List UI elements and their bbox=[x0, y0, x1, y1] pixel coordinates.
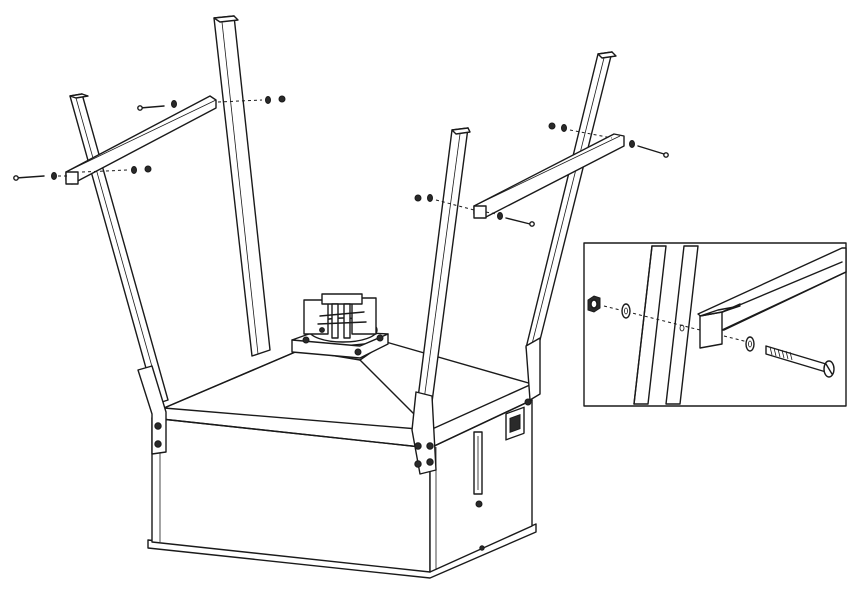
mount-bolt bbox=[319, 327, 325, 333]
inset-washer bbox=[745, 336, 755, 352]
inset-nut bbox=[587, 295, 601, 313]
nut bbox=[144, 165, 152, 173]
leg-bracket bbox=[137, 365, 167, 455]
fastener-set-right-top bbox=[548, 122, 669, 158]
washer bbox=[427, 194, 433, 202]
leg-back-left bbox=[213, 15, 271, 357]
base-knob bbox=[475, 500, 483, 508]
washer bbox=[629, 140, 635, 148]
bracket-bolt bbox=[426, 442, 434, 450]
bracket-bolt bbox=[414, 460, 422, 468]
mount-plate bbox=[291, 333, 389, 359]
base-screw bbox=[479, 545, 485, 551]
end-cap bbox=[65, 171, 79, 185]
nut bbox=[278, 95, 286, 103]
mount-bolt bbox=[354, 348, 362, 356]
shaft-left bbox=[331, 303, 339, 339]
inset-end-cap bbox=[699, 311, 723, 349]
shaft-right bbox=[343, 303, 351, 339]
washer bbox=[171, 100, 177, 108]
nut bbox=[548, 122, 556, 130]
bracket-top bbox=[321, 293, 363, 305]
inset-hole bbox=[679, 324, 685, 332]
washer bbox=[561, 124, 567, 132]
drive-assembly bbox=[291, 293, 389, 359]
bolt bbox=[637, 145, 665, 155]
cross-brace-right bbox=[473, 133, 625, 219]
control-panel bbox=[505, 406, 525, 441]
washer bbox=[497, 212, 503, 220]
bracket-bolt bbox=[154, 422, 162, 430]
nut bbox=[414, 194, 422, 202]
bolt bbox=[505, 217, 531, 225]
fastener-set-left-top bbox=[137, 95, 286, 111]
bolt bbox=[139, 105, 165, 109]
fastener-set-left-end bbox=[13, 165, 152, 181]
end-cap bbox=[473, 205, 487, 219]
bracket-bolt bbox=[154, 440, 162, 448]
detail-inset bbox=[583, 242, 847, 407]
leg-bracket bbox=[411, 391, 437, 475]
inset-washer bbox=[621, 303, 631, 319]
mount-bolt bbox=[376, 334, 384, 342]
leg-front-right bbox=[411, 127, 471, 475]
washer bbox=[51, 172, 57, 180]
bracket-bolt bbox=[426, 458, 434, 466]
bracket-bolt bbox=[414, 442, 422, 450]
leg-back-right bbox=[524, 51, 617, 406]
mount-bolt bbox=[302, 336, 310, 344]
bracket-bolt bbox=[524, 398, 532, 406]
fastener-set-right-end bbox=[414, 194, 535, 227]
top-cover bbox=[151, 341, 533, 449]
cross-brace-left bbox=[65, 95, 217, 185]
leg-bracket bbox=[525, 337, 541, 401]
washer bbox=[131, 166, 137, 174]
bolt bbox=[15, 175, 45, 179]
base-plate bbox=[147, 523, 537, 579]
base-housing bbox=[147, 399, 537, 579]
inset-bolt bbox=[765, 345, 835, 378]
washer bbox=[265, 96, 271, 104]
power-switch-icon bbox=[509, 414, 521, 434]
